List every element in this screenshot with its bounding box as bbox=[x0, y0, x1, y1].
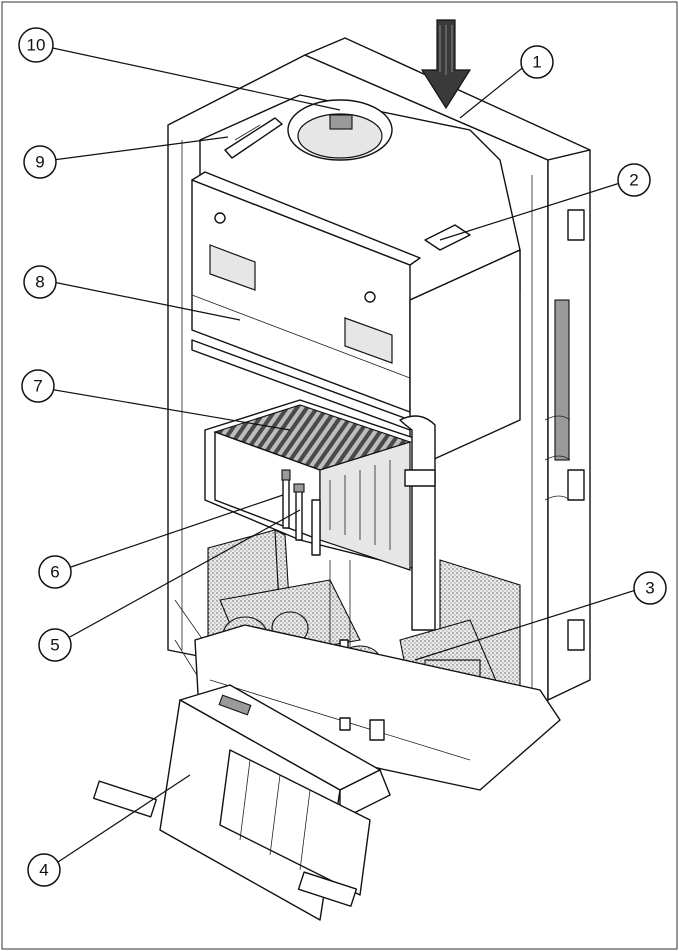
combustion-chamber bbox=[191, 171, 521, 471]
callout-1: 1 bbox=[520, 45, 554, 79]
callout-6-label: 6 bbox=[50, 563, 59, 582]
leader-lines bbox=[42, 46, 637, 863]
callout-9-label: 9 bbox=[35, 153, 44, 172]
callout-10: 10 bbox=[18, 27, 54, 63]
callout-4: 4 bbox=[27, 853, 61, 887]
callout-7: 7 bbox=[21, 369, 55, 403]
callout-4-label: 4 bbox=[39, 861, 48, 880]
control-box bbox=[92, 684, 391, 921]
callout-8-label: 8 bbox=[35, 273, 44, 292]
callout-2: 2 bbox=[617, 163, 651, 197]
callout-5-label: 5 bbox=[50, 636, 59, 655]
callout-10-label: 10 bbox=[27, 36, 46, 55]
callout-7-label: 7 bbox=[33, 377, 42, 396]
callout-9: 9 bbox=[23, 145, 57, 179]
callout-6: 6 bbox=[38, 555, 72, 589]
flow-pipe bbox=[399, 415, 436, 631]
down-arrow-icon bbox=[420, 19, 472, 110]
callout-2-label: 2 bbox=[629, 171, 638, 190]
callout-5: 5 bbox=[38, 628, 72, 662]
callout-3-label: 3 bbox=[645, 579, 654, 598]
callout-1-label: 1 bbox=[532, 53, 541, 72]
callout-3: 3 bbox=[633, 571, 667, 605]
callout-8: 8 bbox=[23, 265, 57, 299]
electrodes bbox=[281, 469, 321, 556]
